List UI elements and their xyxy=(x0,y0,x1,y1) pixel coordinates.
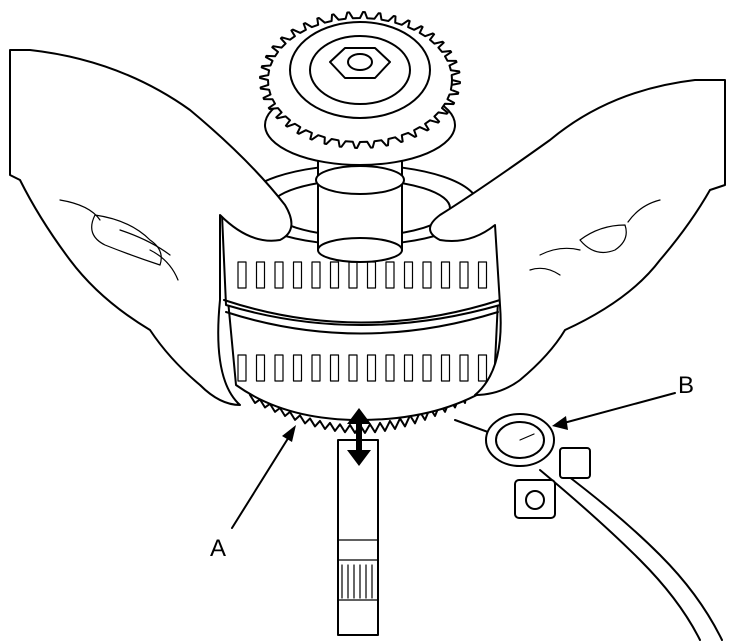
drum-slot xyxy=(329,261,340,289)
center-shaft xyxy=(315,149,405,263)
drum-slot xyxy=(403,261,414,289)
drum-slot xyxy=(292,261,303,289)
drum-slot xyxy=(311,354,321,382)
drum-slot xyxy=(422,261,432,289)
drum-slot xyxy=(311,261,321,289)
right-hand xyxy=(429,79,726,396)
drum-slots-upper xyxy=(237,261,488,289)
top-gear xyxy=(259,11,461,166)
drum-slot xyxy=(459,261,469,289)
dial-indicator-icon xyxy=(454,413,723,641)
drum-slot xyxy=(440,354,451,382)
drum-slot xyxy=(459,354,469,382)
drum-slot xyxy=(385,261,395,289)
drum-slot xyxy=(366,354,377,382)
drum-slot xyxy=(422,354,432,382)
drum-slot xyxy=(385,354,395,382)
drum-slot xyxy=(237,261,247,289)
label-b: B xyxy=(678,372,694,399)
drum-slot xyxy=(274,261,284,289)
drum-slot xyxy=(440,261,451,289)
drum-slot xyxy=(292,354,303,382)
drum-slot xyxy=(255,354,266,382)
drum-slot xyxy=(329,354,340,382)
drum-slot xyxy=(477,354,488,382)
drum-slot xyxy=(403,354,414,382)
leader-lines xyxy=(231,392,676,529)
drum-slot xyxy=(477,261,488,289)
left-hand xyxy=(9,49,293,406)
drum-slot xyxy=(255,261,266,289)
drum-slot xyxy=(274,354,284,382)
output-shaft xyxy=(337,439,379,636)
label-a: A xyxy=(210,535,226,562)
drum-slot xyxy=(237,354,247,382)
double-headed-arrow-icon xyxy=(347,408,371,466)
drum-slots-lower xyxy=(237,354,488,382)
shaft-splines xyxy=(341,564,373,599)
drum-slot xyxy=(348,354,358,382)
